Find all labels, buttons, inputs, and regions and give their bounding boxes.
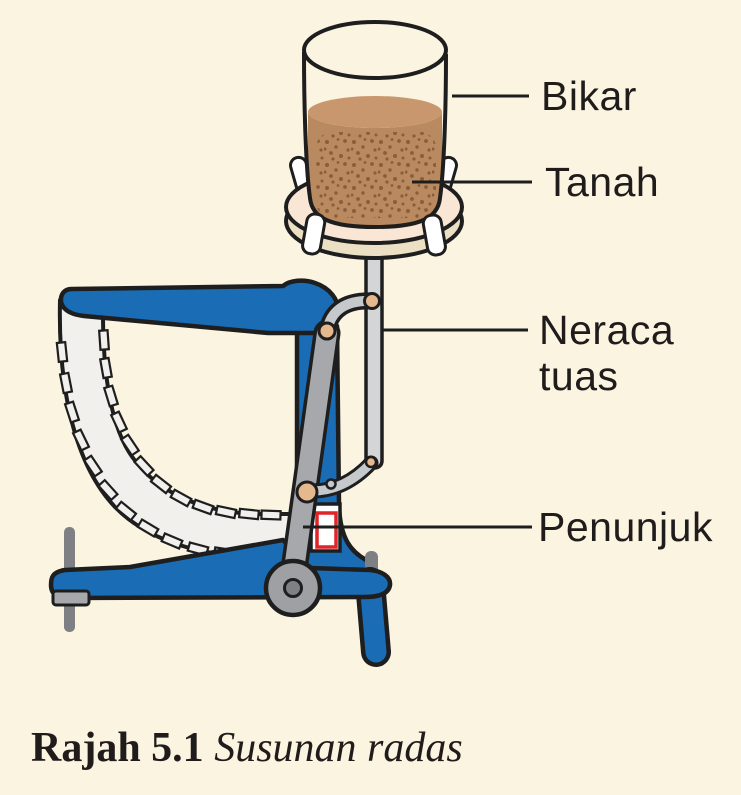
caption-number: Rajah 5.1 [31,725,204,771]
caption-title: Susunan radas [214,725,463,771]
pan-clip-front-right [421,213,447,257]
label-penunjuk: Penunjuk [538,504,713,550]
beaker-glass [302,51,448,230]
soil-speckles [316,132,436,218]
adjustment-screw-bar [51,589,91,607]
lever-balance [48,238,393,667]
lever-arm [278,319,341,598]
label-neraca-tuas: Neraca tuas [539,307,675,399]
dial-ticks-inner [97,329,282,521]
dial-ticks-outer [55,340,261,562]
beaker-with-soil [302,20,448,230]
label-tanah: Tanah [545,159,660,205]
pan-clip-front-left [301,212,327,256]
balance-wheel [263,558,323,618]
soil-surface [308,96,442,128]
pivot-pins [295,292,381,504]
balance-stem-rod [364,238,384,470]
label-bikar: Bikar [541,73,637,119]
figure-caption: Rajah 5.1 Susunan radas [31,725,463,771]
beaker-rim [302,20,448,80]
leader-lines [303,94,532,529]
